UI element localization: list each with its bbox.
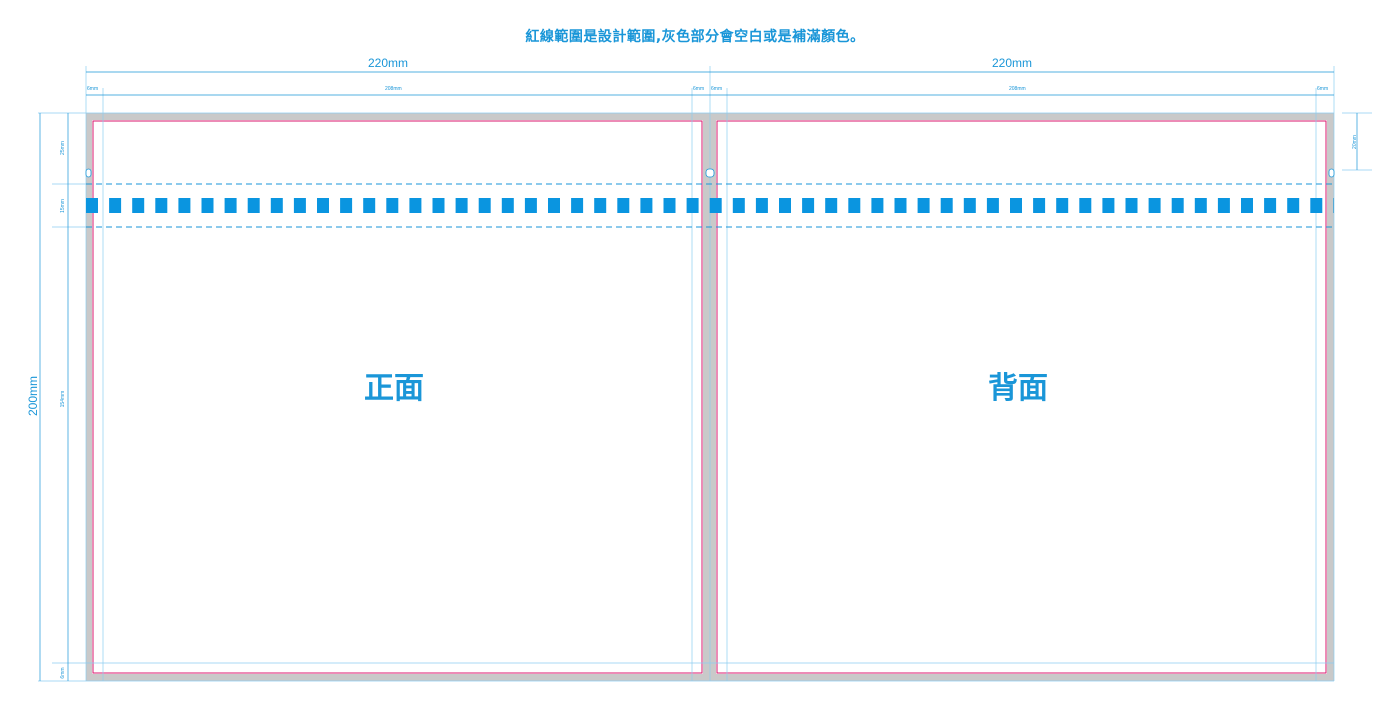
perforation-mark <box>1102 198 1115 213</box>
perforation-mark <box>1217 198 1230 213</box>
perforation-mark <box>1148 198 1161 213</box>
bleed-label-left-1: 6mm <box>87 86 99 92</box>
perforation-mark <box>779 198 791 213</box>
perforation-mark <box>571 198 584 213</box>
bleed-label-right-2: 6mm <box>1317 86 1329 92</box>
seg-label-main: 154mm <box>60 390 66 408</box>
perforation-mark <box>617 198 630 213</box>
perforation-mark <box>594 198 607 213</box>
perforation-mark <box>548 198 560 213</box>
perforation-mark <box>709 198 722 213</box>
perforation-mark <box>501 198 514 213</box>
perforation-mark <box>871 198 884 213</box>
perforation-mark <box>1056 198 1069 213</box>
perforation-mark <box>270 198 283 213</box>
perforation-mark <box>293 198 306 213</box>
perforation-mark <box>1194 198 1207 213</box>
perforation-mark <box>986 198 999 213</box>
perforation-mark <box>848 198 861 213</box>
perforation-mark <box>478 198 491 213</box>
seg-label-top: 25mm <box>60 141 66 155</box>
perforation-band <box>86 198 1334 213</box>
perforation-mark <box>802 198 815 213</box>
perforation-mark <box>224 198 237 213</box>
seg-label-bottom: 6mm <box>60 667 66 679</box>
perforation-mark <box>155 198 168 213</box>
perforation-mark <box>524 198 537 213</box>
perforation-mark <box>247 198 260 213</box>
vertical-guides <box>85 66 1335 681</box>
perforation-mark <box>663 198 676 213</box>
perforation-mark <box>1287 198 1300 213</box>
perforation-mark <box>132 198 145 213</box>
perforation-mark <box>1010 198 1022 213</box>
perforation-mark <box>409 198 422 213</box>
perforation-mark <box>686 198 699 213</box>
perforation-mark <box>1033 198 1046 213</box>
panel-label-front: 正面 <box>364 371 424 406</box>
perforation-mark <box>363 198 376 213</box>
left-dimension-lines <box>39 113 1358 681</box>
perforation-mark <box>894 198 907 213</box>
fold-lines <box>86 183 1334 228</box>
perforation-mark <box>340 198 353 213</box>
height-label: 200mm <box>26 376 40 417</box>
perforation-mark <box>1079 198 1092 213</box>
seg-label-band: 15mm <box>60 199 66 213</box>
perforation-mark <box>178 198 191 213</box>
perforation-mark <box>86 198 98 213</box>
hang-holes <box>85 168 1335 178</box>
perforation-mark <box>1241 198 1253 213</box>
perforation-mark <box>825 198 838 213</box>
inner-width-label-right: 208mm <box>1009 86 1026 92</box>
horizontal-guides <box>38 112 1372 682</box>
perforation-mark <box>732 198 745 213</box>
perforation-mark <box>917 198 930 213</box>
width-label-left: 220mm <box>368 56 409 70</box>
inner-width-label-left: 208mm <box>385 86 402 92</box>
design-area-note: 紅線範圍是設計範圍,灰色部分會空白或是補滿顏色。 <box>525 29 865 45</box>
perforation-mark <box>1125 198 1138 213</box>
safe-line-right <box>716 120 1327 674</box>
safe-line-left <box>92 120 703 674</box>
perforation-mark <box>940 198 953 213</box>
panel-label-back: 背面 <box>988 371 1048 406</box>
perforation-mark <box>317 198 329 213</box>
width-label-right: 220mm <box>992 56 1033 70</box>
perforation-mark <box>1310 198 1323 213</box>
right-top-label: 20mm <box>1352 135 1358 149</box>
perforation-mark <box>755 198 768 213</box>
bleed-label-right-1: 6mm <box>711 86 723 92</box>
bleed-label-left-2: 6mm <box>693 86 705 92</box>
top-dimension-lines <box>86 71 1334 96</box>
perforation-mark <box>1333 198 1334 213</box>
perforation-mark <box>386 198 399 213</box>
perforation-mark <box>109 198 122 213</box>
perforation-mark <box>1171 198 1184 213</box>
perforation-mark <box>1264 198 1277 213</box>
perforation-mark <box>432 198 445 213</box>
perforation-mark <box>201 198 214 213</box>
perforation-mark <box>963 198 976 213</box>
perforation-mark <box>455 198 468 213</box>
perforation-mark <box>640 198 653 213</box>
